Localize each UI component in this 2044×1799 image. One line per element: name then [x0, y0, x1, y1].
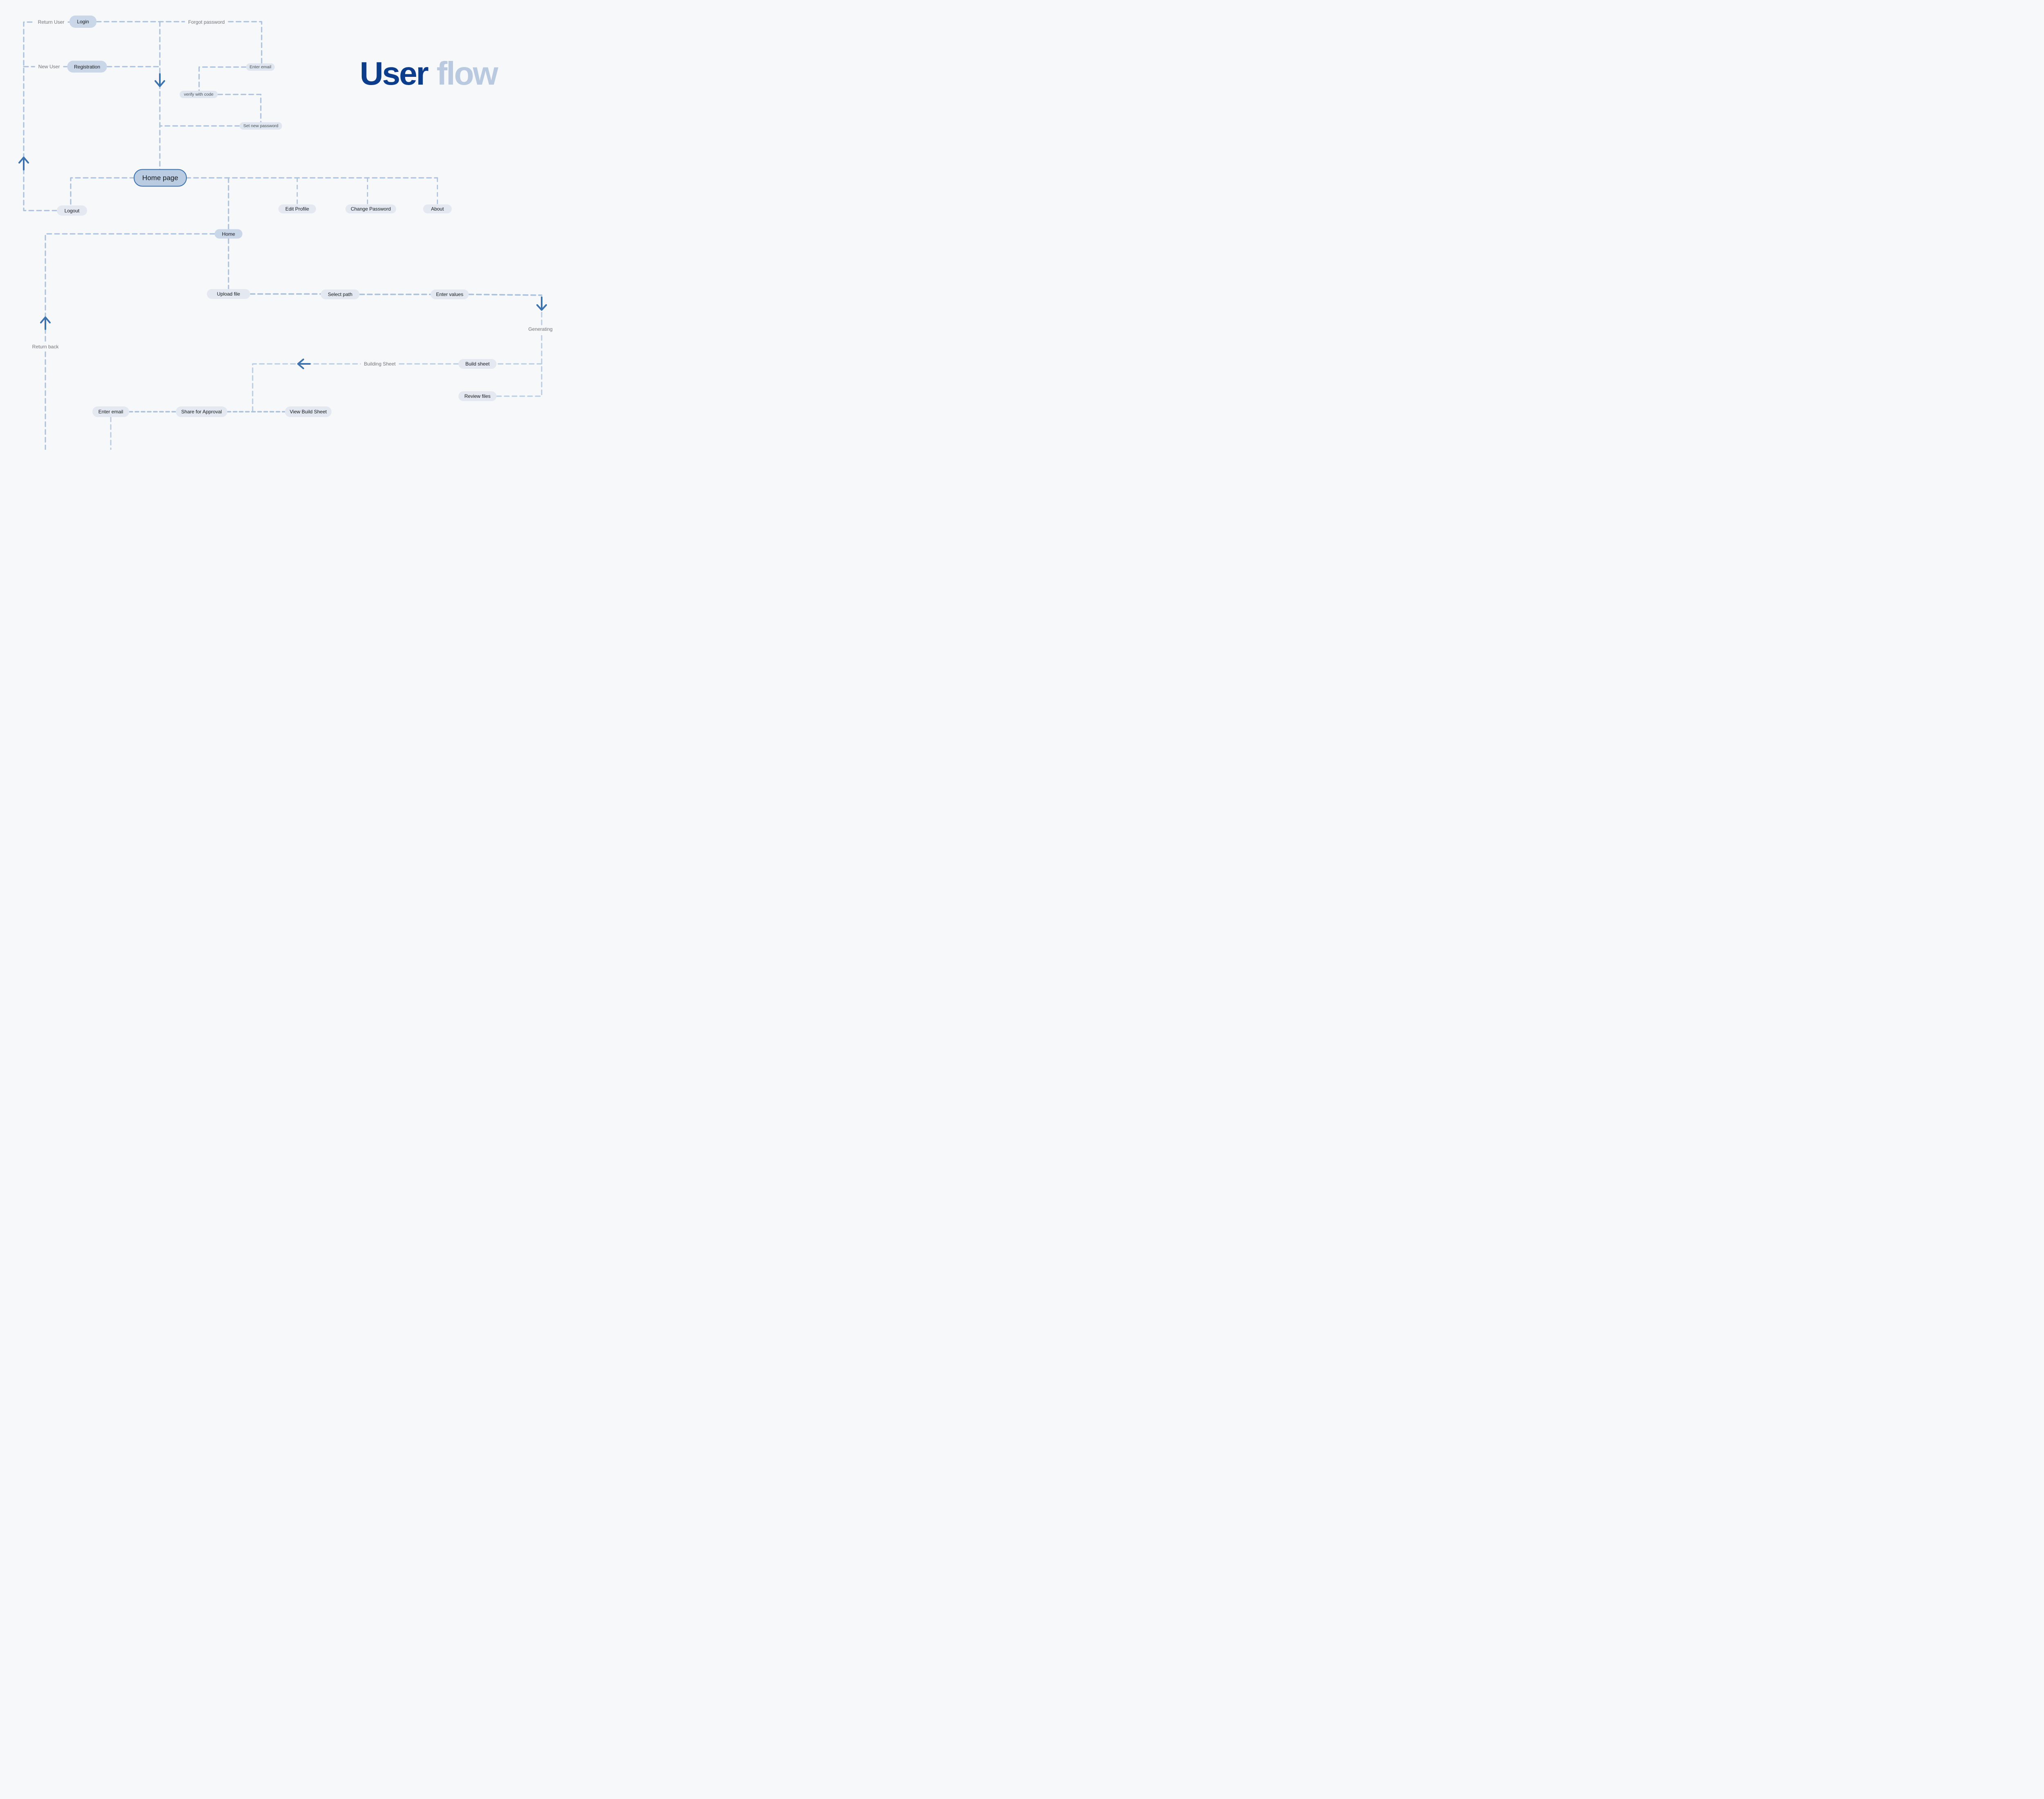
- node-upload-file[interactable]: Upload file: [207, 289, 250, 299]
- dashed-connectors: [23, 21, 542, 450]
- node-logout[interactable]: Logout: [57, 205, 87, 216]
- node-change-password[interactable]: Change Password: [345, 204, 396, 213]
- page-title-secondary: flow: [436, 55, 498, 92]
- node-review-files[interactable]: Review files: [458, 391, 497, 401]
- node-enter-email-top[interactable]: Enter email: [246, 63, 275, 71]
- node-home[interactable]: Home: [215, 229, 242, 239]
- page-title-primary: User: [360, 55, 429, 92]
- node-build-sheet[interactable]: Build sheet: [458, 359, 497, 369]
- edge-label-return-back: Return back: [29, 343, 62, 350]
- edge-label-new-user: New User: [35, 63, 63, 70]
- node-verify-with-code[interactable]: verify with code: [179, 91, 218, 98]
- node-edit-profile[interactable]: Edit Profile: [278, 204, 316, 213]
- node-registration[interactable]: Registration: [67, 61, 107, 73]
- node-about[interactable]: About: [423, 204, 452, 213]
- node-login[interactable]: Login: [69, 16, 96, 28]
- node-home-page[interactable]: Home page: [134, 169, 187, 187]
- node-view-build-sheet[interactable]: View Build Sheet: [285, 406, 332, 417]
- edge-label-return-user: Return User: [34, 18, 68, 26]
- connector-lines: [18, 21, 547, 450]
- edge-label-generating: Generating: [525, 325, 556, 333]
- node-select-path[interactable]: Select path: [320, 289, 360, 299]
- arrow-left-building-sheet-icon: [297, 359, 311, 369]
- arrow-down-icon: [155, 73, 165, 87]
- arrow-up-return-back-icon: [40, 316, 51, 330]
- edge-label-forgot-password: Forgot password: [185, 18, 228, 26]
- edge-label-building-sheet: Building Sheet: [361, 360, 399, 368]
- arrow-down-generating-icon: [536, 296, 547, 311]
- arrow-up-icon: [18, 157, 29, 170]
- node-set-new-password[interactable]: Set new password: [240, 122, 282, 130]
- node-enter-values[interactable]: Enter values: [430, 289, 469, 299]
- node-share-for-approval[interactable]: Share for Approval: [176, 406, 227, 417]
- node-enter-email-bottom[interactable]: Enter email: [92, 406, 129, 417]
